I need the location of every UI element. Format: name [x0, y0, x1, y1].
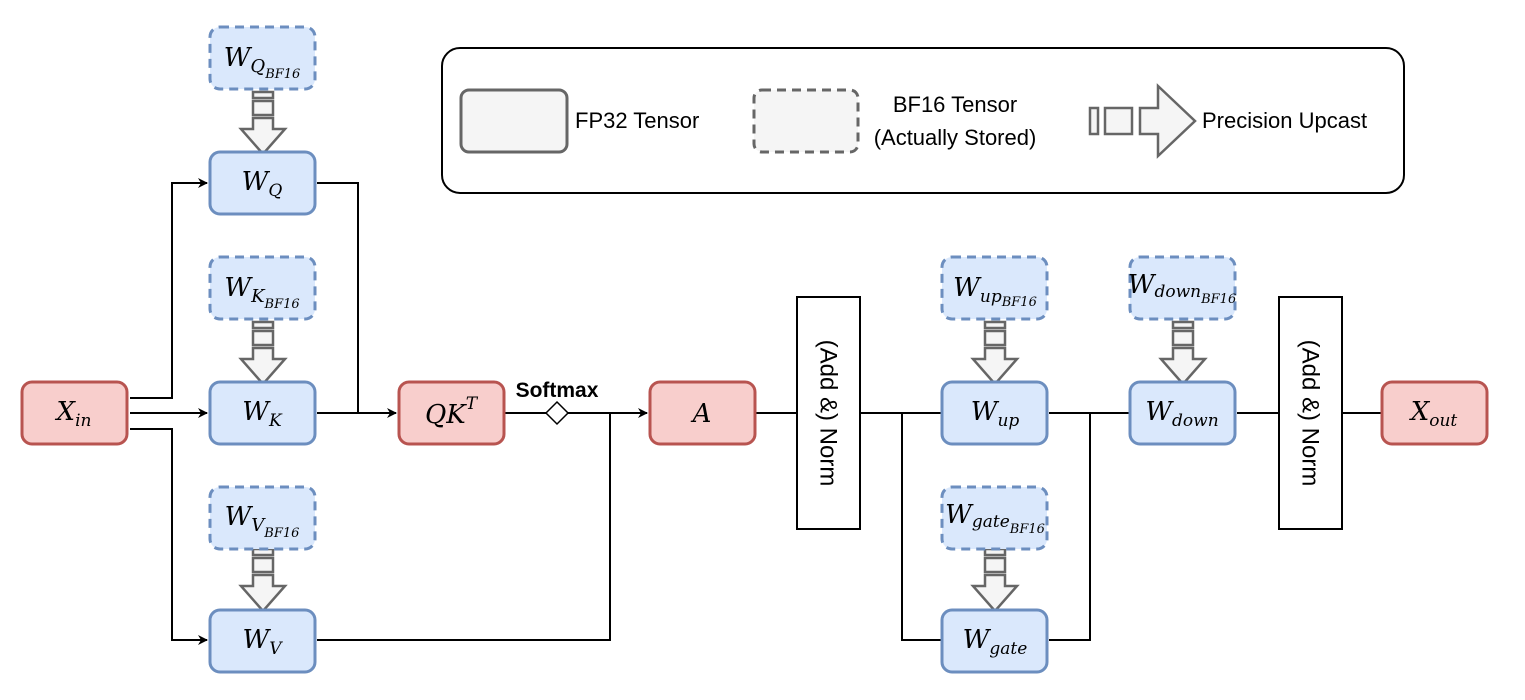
fp32-wq-box: WQ — [208, 150, 317, 216]
svg-text:Xout: Xout — [1409, 397, 1458, 431]
svg-text:Wdown: Wdown — [1145, 397, 1218, 431]
norm-box-1: (Add &) Norm — [796, 296, 861, 530]
fp32-wk-box: WK — [208, 380, 317, 446]
upcast-arrow-q — [238, 90, 288, 156]
svg-text:WupBF16: WupBF16 — [953, 273, 1037, 310]
bf16-wv-box: WVBF16 — [208, 485, 317, 551]
upcast-arrow-up — [970, 320, 1020, 386]
svg-text:WKBF16: WKBF16 — [224, 273, 299, 312]
svg-text:WgateBF16: WgateBF16 — [945, 500, 1045, 537]
x-out-box: Xout — [1380, 380, 1489, 446]
fp32-wdown-box: Wdown — [1128, 380, 1237, 446]
qkt-box: QKT — [397, 380, 506, 446]
upcast-arrow-k — [238, 320, 288, 386]
svg-text:Wup: Wup — [971, 397, 1020, 431]
legend-bf16-label-line2: (Actually Stored) — [874, 125, 1037, 150]
svg-text:WQBF16: WQBF16 — [224, 43, 301, 82]
bf16-wq-box: WQBF16 — [208, 25, 317, 91]
svg-text:WK: WK — [242, 397, 283, 431]
fp32-wgate-box: Wgate — [940, 608, 1049, 674]
norm-label-1: (Add &) Norm — [815, 340, 842, 487]
bf16-wgate-box: WgateBF16 — [940, 485, 1049, 551]
legend-upcast-label: Precision Upcast — [1202, 108, 1367, 133]
svg-text:WVBF16: WVBF16 — [225, 502, 300, 541]
x-in-box: Xin — [20, 380, 129, 446]
svg-text:Wgate: Wgate — [963, 625, 1028, 659]
fp32-wup-box: Wup — [940, 380, 1049, 446]
a-box: A — [648, 380, 757, 446]
svg-text:WV: WV — [242, 625, 283, 659]
norm-label-2: (Add &) Norm — [1297, 340, 1324, 487]
svg-text:WQ: WQ — [242, 167, 283, 201]
bf16-wk-box: WKBF16 — [208, 255, 317, 321]
upcast-arrow-down — [1158, 320, 1208, 386]
softmax-diamond — [544, 400, 570, 426]
bf16-wdown-box: WdownBF16 — [1128, 255, 1237, 321]
legend-upcast-icon — [1088, 83, 1197, 159]
legend-bf16-label-line1: BF16 Tensor — [893, 92, 1017, 117]
norm-box-2: (Add &) Norm — [1278, 296, 1343, 530]
bf16-wup-box: WupBF16 — [940, 255, 1049, 321]
legend-bf16-swatch — [752, 88, 860, 154]
svg-text:A: A — [691, 399, 712, 429]
connection-lines — [130, 178, 1382, 645]
svg-text:WdownBF16: WdownBF16 — [1128, 270, 1236, 307]
legend-fp32-label: FP32 Tensor — [575, 108, 699, 133]
softmax-label: Softmax — [516, 379, 599, 402]
legend-fp32-swatch — [459, 88, 569, 154]
upcast-arrow-v — [238, 547, 288, 613]
svg-text:QKT: QKT — [425, 394, 479, 430]
legend: FP32 Tensor BF16 Tensor (Actually Stored… — [441, 47, 1405, 194]
fp32-wv-box: WV — [208, 608, 317, 674]
legend-frame — [441, 47, 1405, 194]
svg-text:Xin: Xin — [55, 397, 92, 431]
upcast-arrow-gate — [970, 547, 1020, 613]
upcast-arrows — [238, 90, 1208, 613]
